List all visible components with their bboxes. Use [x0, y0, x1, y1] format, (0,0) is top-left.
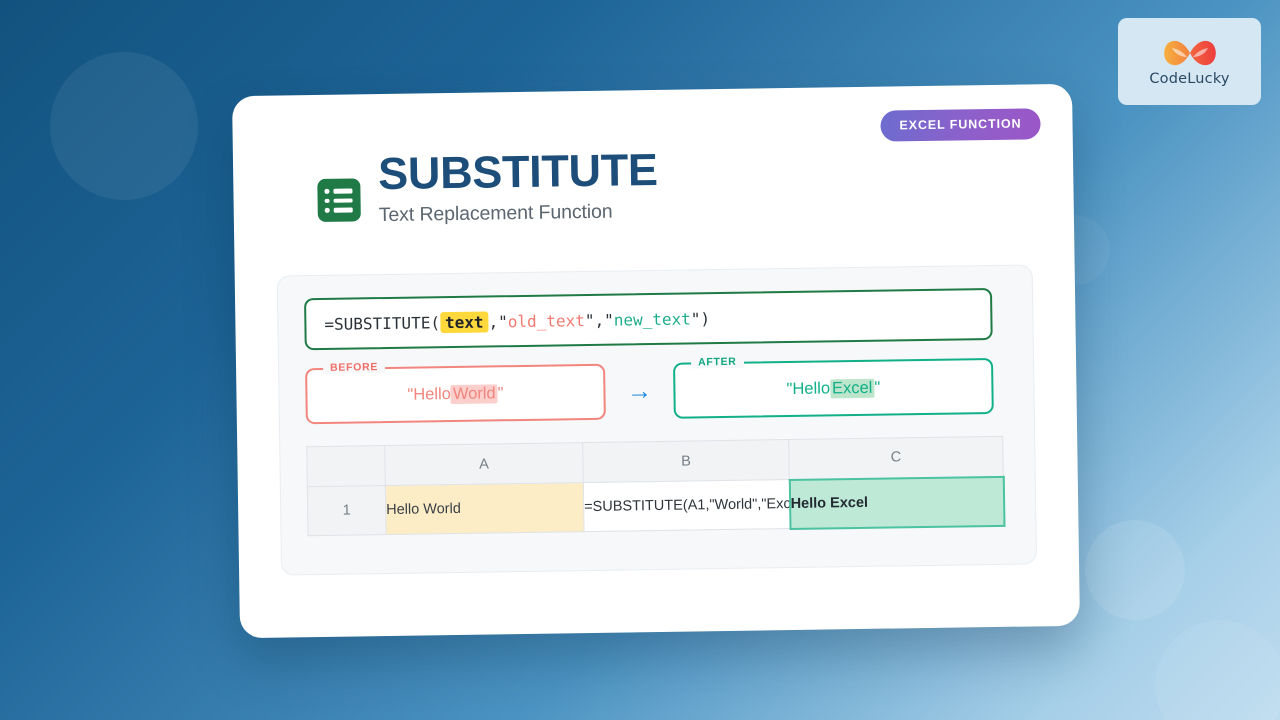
codelucky-brand-badge: CodeLucky [1118, 18, 1261, 105]
formula-syntax-bar: =SUBSTITUTE( text , " old_text " , " new… [304, 288, 993, 351]
status-badge: EXCEL FUNCTION [880, 108, 1041, 142]
formula-quote-open-new: " [603, 310, 614, 330]
green-list-icon [317, 178, 361, 223]
card-header: SUBSTITUTE Text Replacement Function [232, 84, 1074, 229]
formula-arg-text: text [439, 310, 489, 333]
formula-separator-1: , [488, 311, 499, 331]
background-circle-corner [1155, 620, 1280, 720]
right-arrow-icon: → [626, 376, 653, 405]
cell-c1[interactable]: Hello Excel [789, 476, 1004, 529]
formula-quote-close-new: " [690, 308, 701, 328]
cell-a1[interactable]: Hello World [385, 482, 585, 535]
background-circle-bottom-right [1085, 520, 1185, 620]
before-legend: BEFORE [322, 361, 386, 374]
before-value: "Hello World" [307, 366, 604, 422]
formula-prefix: =SUBSTITUTE( [324, 312, 441, 334]
content-panel: =SUBSTITUTE( text , " old_text " , " new… [276, 264, 1038, 576]
after-legend: AFTER [690, 355, 744, 369]
main-card: EXCEL FUNCTION SUBSTITUTE Text Replaceme… [232, 83, 1080, 639]
formula-suffix: ) [700, 308, 711, 328]
formula-separator-2: , [594, 310, 605, 330]
before-prefix: "Hello [407, 384, 451, 404]
formula-quote-close-old: " [584, 310, 595, 330]
column-header-a[interactable]: A [384, 442, 584, 486]
column-header-c[interactable]: C [788, 436, 1004, 480]
after-value: "Hello Excel" [675, 360, 992, 417]
formula-quote-open-old: " [498, 311, 508, 331]
background-circle-top-left [50, 52, 198, 200]
before-highlight: World [450, 383, 498, 404]
formula-arg-new-text: new_text [613, 308, 691, 330]
page-title: SUBSTITUTE [377, 143, 659, 200]
arrow-container: → [605, 376, 673, 405]
formula-arg-old-text: old_text [507, 310, 585, 331]
title-block: SUBSTITUTE Text Replacement Function [377, 143, 659, 227]
before-suffix: " [497, 383, 504, 402]
before-box: BEFORE "Hello World" [305, 361, 606, 425]
after-highlight: Excel [829, 378, 875, 398]
table-row: 1 Hello World =SUBSTITUTE(A1,"World","Ex… [307, 476, 1004, 536]
row-header-1[interactable]: 1 [307, 485, 387, 536]
page-subtitle: Text Replacement Function [378, 200, 613, 226]
infinity-leaf-icon [1163, 40, 1216, 66]
spreadsheet: A B C 1 Hello World =SUBSTITUTE(A1,"Worl… [306, 436, 1005, 537]
column-header-b[interactable]: B [582, 439, 790, 483]
before-after-comparison: BEFORE "Hello World" → AFTER "Hello Exce… [305, 355, 994, 425]
after-suffix: " [874, 378, 881, 397]
cell-b1[interactable]: =SUBSTITUTE(A1,"World","Excel") [583, 479, 790, 532]
brand-name: CodeLucky [1149, 71, 1230, 87]
spreadsheet-corner-cell[interactable] [306, 445, 386, 487]
after-prefix: "Hello [786, 378, 831, 398]
after-box: AFTER "Hello Excel" [673, 355, 994, 419]
